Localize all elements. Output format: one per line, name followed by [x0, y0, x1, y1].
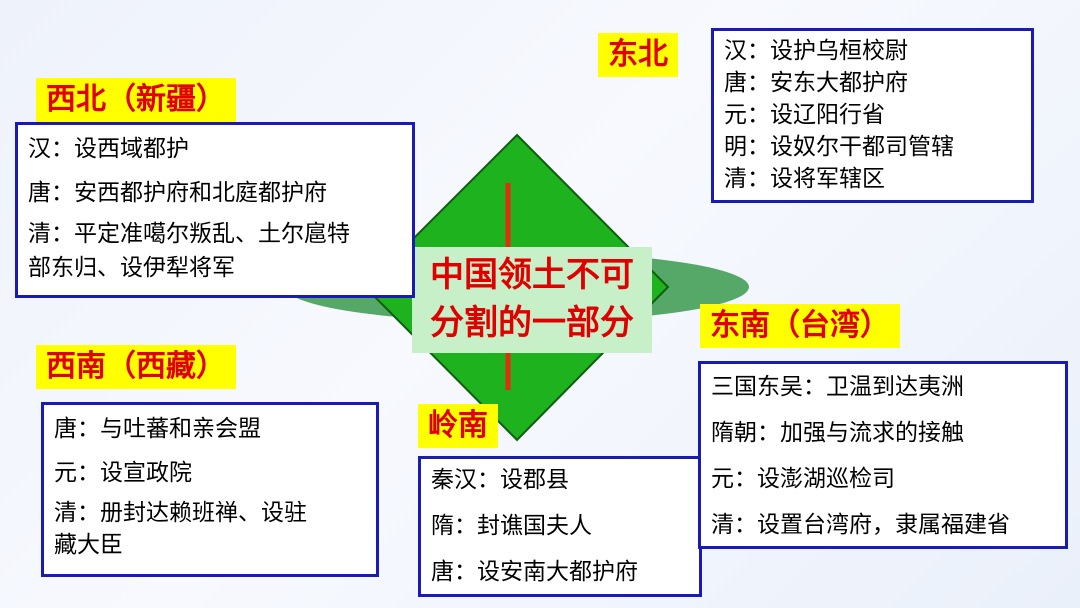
northwest-line: 唐：安西都护府和北庭都护府 — [28, 180, 327, 206]
lingnan-line: 唐：设安南大都护府 — [431, 559, 638, 585]
info-box-southeast: 三国东吴：卫温到达夷洲 隋朝：加强与流求的接触 元：设澎湖巡检司 清：设置台湾府… — [698, 361, 1068, 549]
region-label-lingnan: 岭南 — [418, 404, 498, 448]
southwest-line: 藏大臣 — [54, 532, 123, 558]
info-box-southwest: 唐：与吐蕃和亲会盟 元：设宣政院 清：册封达赖班禅、设驻 藏大臣 — [41, 402, 379, 577]
northeast-line: 唐：安东大都护府 — [724, 70, 908, 96]
northwest-line: 清：平定准噶尔叛乱、土尔扈特 — [28, 221, 350, 247]
northwest-line: 部东归、设伊犁将军 — [28, 255, 235, 281]
center-label-line2: 分割的一部分 — [430, 303, 634, 343]
lingnan-line: 秦汉：设郡县 — [431, 467, 569, 493]
center-label-line1: 中国领土不可 — [430, 255, 634, 295]
southwest-line: 元：设宣政院 — [54, 460, 192, 486]
southwest-line: 唐：与吐蕃和亲会盟 — [54, 416, 261, 442]
northeast-line: 明：设奴尔干都司管辖 — [724, 134, 954, 160]
info-box-northwest: 汉：设西域都护 唐：安西都护府和北庭都护府 清：平定准噶尔叛乱、土尔扈特 部东归… — [15, 122, 415, 298]
southwest-line: 清：册封达赖班禅、设驻 — [54, 500, 307, 526]
center-label: 中国领土不可 分割的一部分 — [412, 247, 652, 353]
southeast-line: 元：设澎湖巡检司 — [711, 466, 895, 492]
southeast-line: 隋朝：加强与流求的接触 — [711, 420, 964, 446]
region-label-southeast: 东南（台湾） — [700, 304, 900, 348]
lingnan-line: 隋：封谯国夫人 — [431, 513, 592, 539]
region-label-northwest: 西北（新疆） — [36, 78, 236, 122]
northeast-line: 汉：设护乌桓校尉 — [724, 38, 908, 64]
southeast-line: 清：设置台湾府，隶属福建省 — [711, 512, 1010, 538]
southeast-line: 三国东吴：卫温到达夷洲 — [711, 374, 964, 400]
region-label-northeast: 东北 — [598, 33, 678, 77]
region-label-southwest: 西南（西藏） — [36, 345, 236, 389]
info-box-lingnan: 秦汉：设郡县 隋：封谯国夫人 唐：设安南大都护府 — [418, 456, 702, 597]
northwest-line: 汉：设西域都护 — [28, 136, 189, 162]
northeast-line: 元：设辽阳行省 — [724, 102, 885, 128]
northeast-line: 清：设将军辖区 — [724, 166, 885, 192]
info-box-northeast: 汉：设护乌桓校尉 唐：安东大都护府 元：设辽阳行省 明：设奴尔干都司管辖 清：设… — [711, 28, 1034, 203]
